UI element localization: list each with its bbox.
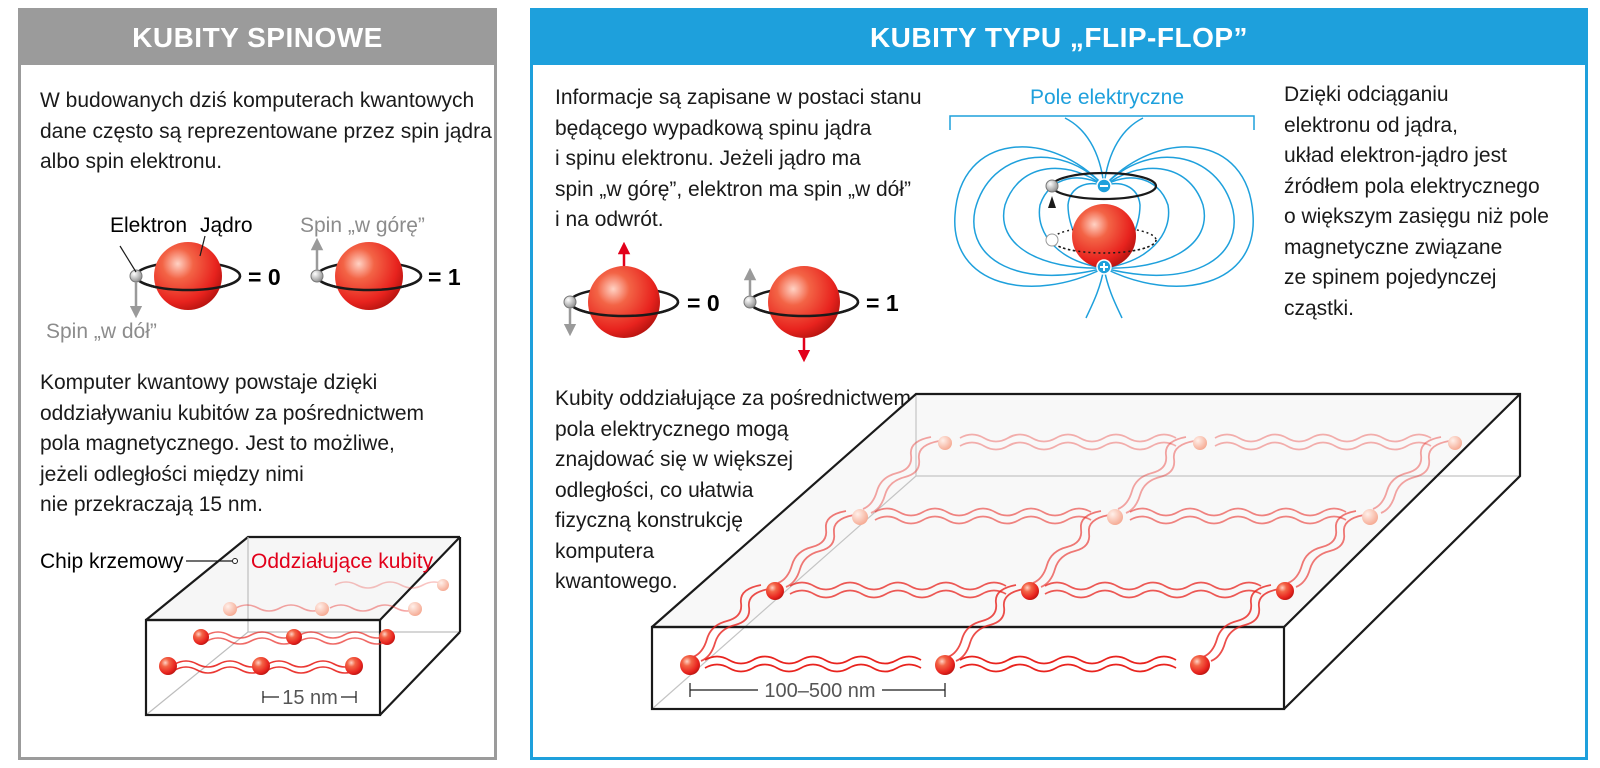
spin-qubits-intro: W budowanych dziś komputerach kwantowych…	[40, 89, 492, 173]
small-chip: Chip krzemowy Oddziałujące kubity 15 nm	[40, 535, 462, 717]
electric-field-label: Pole elektryczne	[1030, 86, 1184, 109]
nucleus-label: Jądro	[200, 214, 253, 237]
spin-one-diagram: Spin „w górę” = 1	[300, 214, 461, 310]
distance-100-500nm-label: 100–500 nm	[764, 680, 875, 702]
spin-down-label: Spin „w dół”	[46, 320, 157, 343]
large-chip: 100–500 nm	[650, 392, 1522, 711]
flip-flop-body: Kubity oddziałujące za pośrednictwem pol…	[555, 387, 912, 593]
flipflop-one-diagram: = 1	[743, 266, 899, 363]
nucleus-leader	[199, 235, 206, 257]
eq-zero-left: = 0	[248, 264, 281, 290]
nucleus-sphere	[154, 242, 222, 310]
flipflop-zero-diagram: = 0	[563, 241, 720, 338]
eq-one-right: = 1	[866, 290, 899, 316]
flip-flop-qubits-panel: KUBITY TYPU „FLIP-FLOP”	[530, 8, 1588, 760]
distance-15nm-label: 15 nm	[282, 687, 338, 709]
flip-flop-title: KUBITY TYPU „FLIP-FLOP”	[533, 11, 1585, 65]
electric-field-diagram: Pole elektryczne	[949, 86, 1255, 319]
spin-qubits-title: KUBITY SPINOWE	[21, 11, 494, 65]
flip-flop-intro: Informacje są zapisane w postaci stanu b…	[555, 86, 922, 231]
spin-zero-diagram: Elektron Jądro = 0 Spin „w dół”	[46, 214, 281, 343]
electron-leader	[119, 245, 137, 273]
eq-one-left: = 1	[428, 264, 461, 290]
chip-label: Chip krzemowy	[40, 550, 184, 573]
spin-qubits-panel: KUBITY SPINOWE	[18, 8, 497, 760]
eq-zero-right: = 0	[687, 290, 720, 316]
spin-up-label: Spin „w górę”	[300, 214, 425, 237]
electron-label: Elektron	[110, 214, 187, 237]
interacting-qubits-label: Oddziałujące kubity	[251, 550, 434, 573]
flip-flop-side-text: Dzięki odciąganiu elektronu od jądra, uk…	[1284, 83, 1549, 320]
spin-qubits-body: Komputer kwantowy powstaje dzięki oddzia…	[40, 371, 425, 516]
